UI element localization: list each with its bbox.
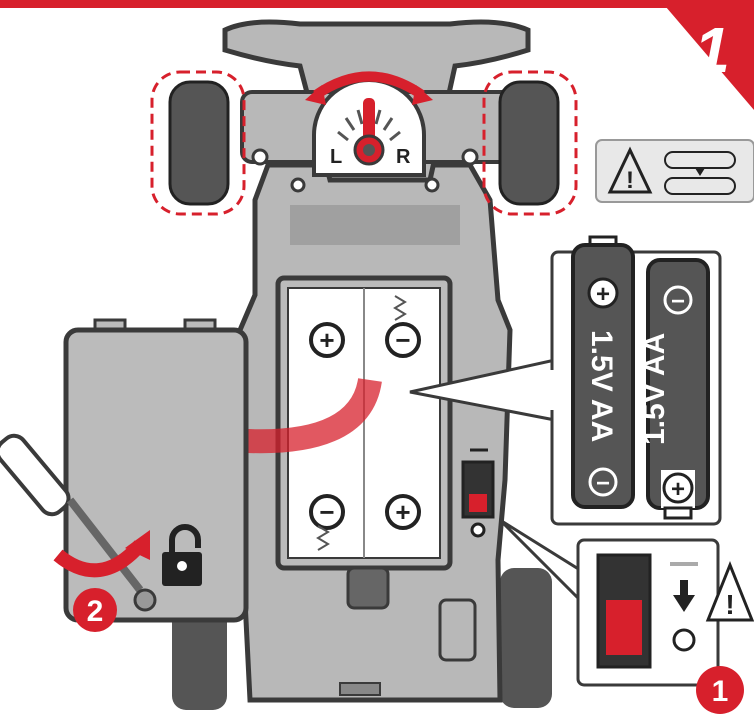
- battery-1-label: 1.5V AA: [585, 330, 618, 442]
- svg-text:+: +: [596, 281, 610, 308]
- top-band: [0, 0, 754, 8]
- svg-text:2: 2: [87, 595, 104, 628]
- svg-text:1: 1: [712, 675, 729, 708]
- battery-1: + 1.5V AA −: [573, 237, 633, 507]
- svg-text:+: +: [395, 497, 410, 527]
- svg-text:−: −: [395, 325, 410, 355]
- steering-right-label: R: [396, 146, 411, 168]
- step-badge: 1: [660, 0, 754, 110]
- steering-left-label: L: [330, 146, 342, 168]
- svg-text:−: −: [671, 288, 685, 315]
- svg-text:!: !: [626, 167, 634, 194]
- rear-wheel-right: [500, 568, 552, 708]
- front-wheel-left: [152, 72, 244, 214]
- warning-label: !: [596, 140, 754, 202]
- svg-text:+: +: [671, 476, 685, 503]
- svg-text:−: −: [596, 470, 610, 497]
- svg-text:−: −: [319, 497, 334, 527]
- battery-2-label: 1.5V AA: [638, 333, 671, 445]
- svg-text:!: !: [725, 589, 734, 620]
- callout-switch-step: 1: [696, 666, 744, 714]
- steering-dial: L R: [305, 77, 433, 176]
- battery-2: − 1.5V AA +: [638, 260, 708, 518]
- callout-screw-step: 2: [73, 588, 117, 632]
- svg-text:+: +: [319, 325, 334, 355]
- step-number: 1: [694, 14, 730, 86]
